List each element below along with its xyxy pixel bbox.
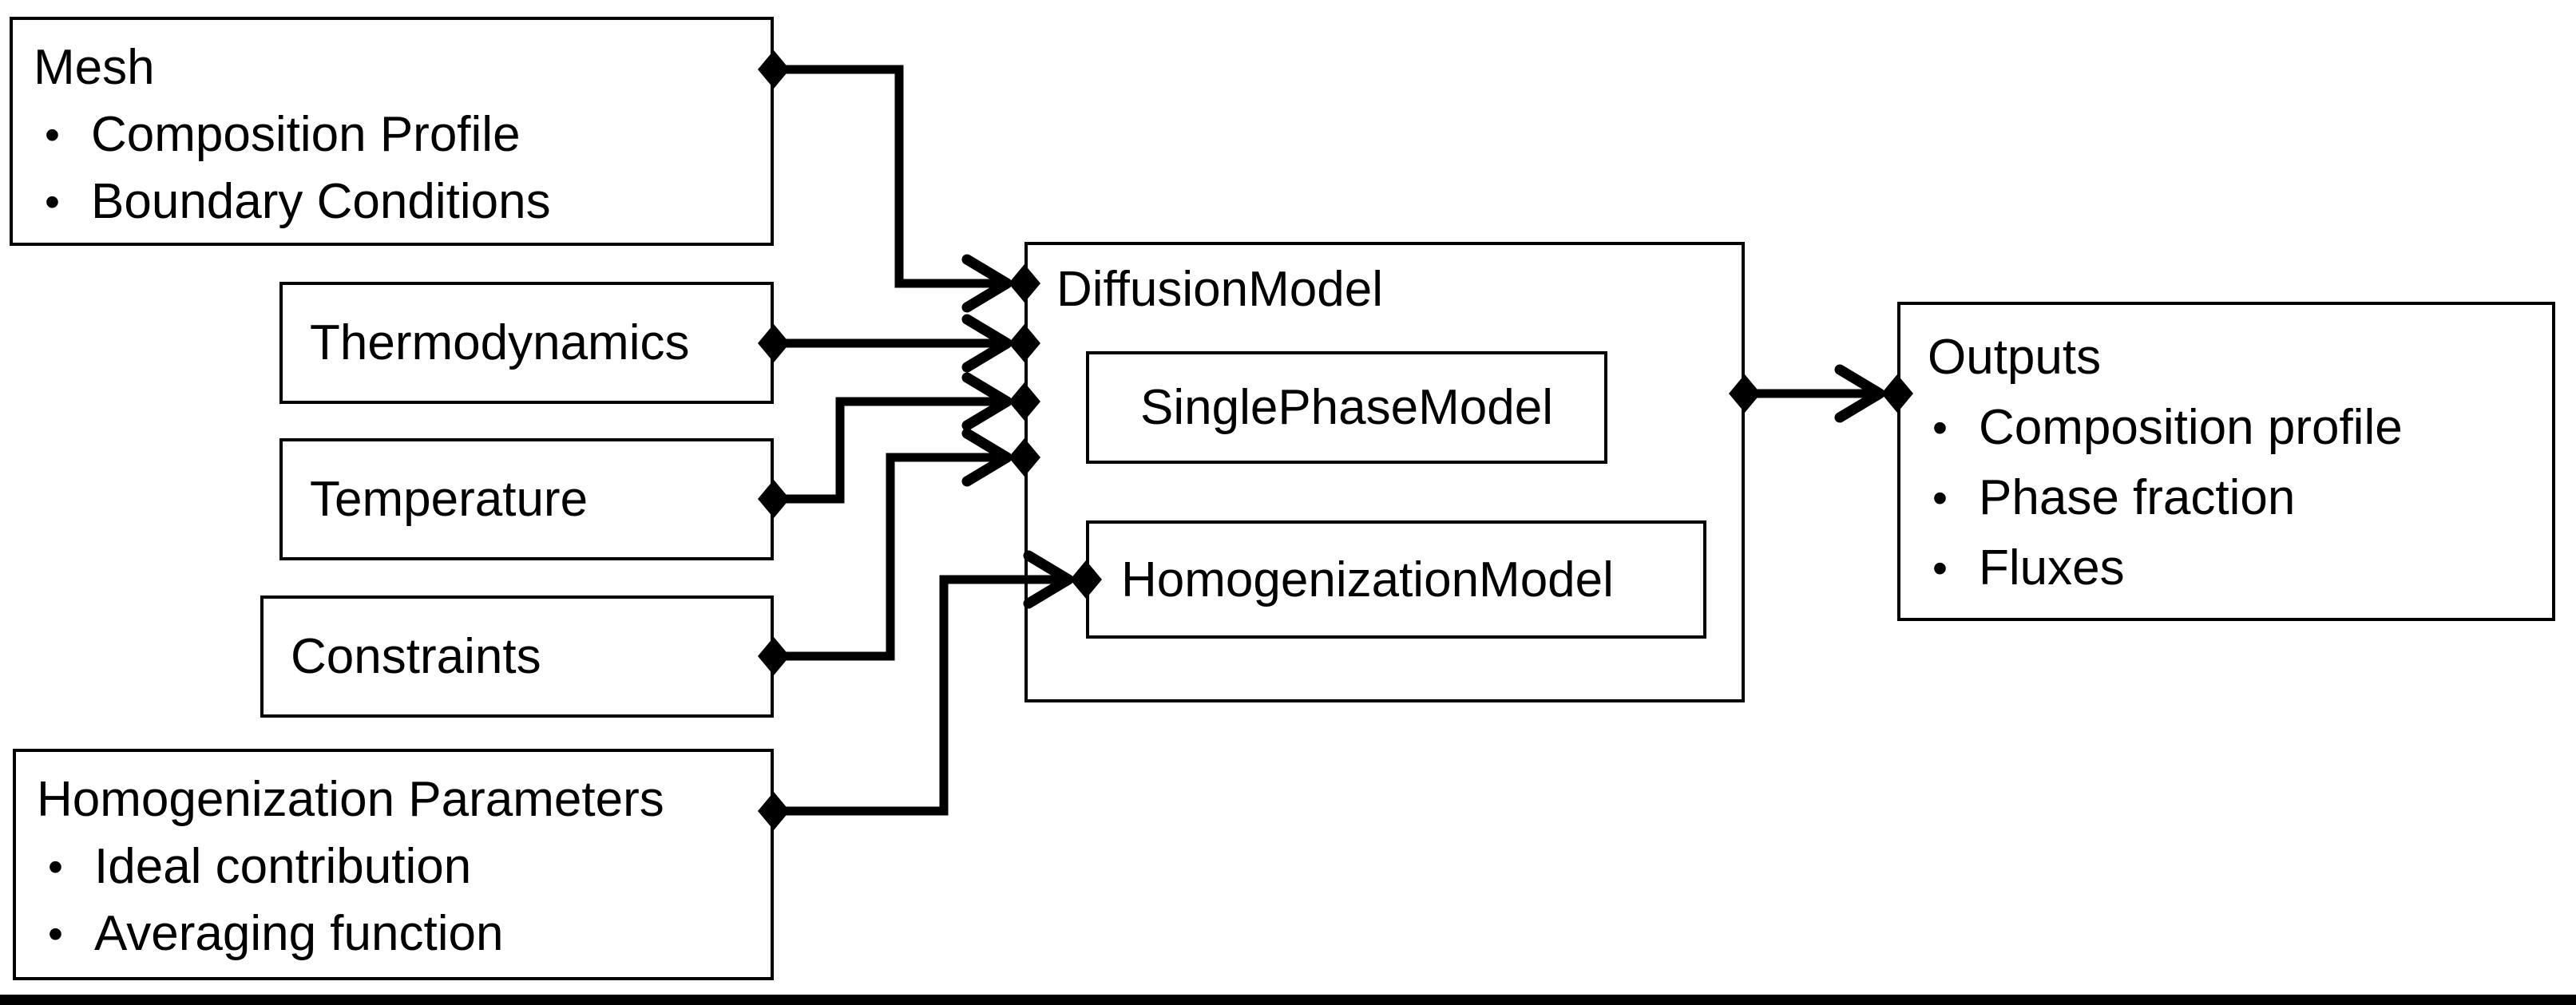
mesh-bullet-boundary-conditions: Boundary Conditions [91, 174, 551, 229]
connector-thermodynamics-to-diffusionmodel [758, 314, 1040, 373]
mesh-title: Mesh [34, 40, 155, 95]
constraints-box: Constraints [260, 595, 774, 718]
list-item: • Boundary Conditions [13, 168, 771, 235]
mesh-box: Mesh • Composition Profile • Boundary Co… [10, 17, 774, 246]
temperature-label: Temperature [310, 472, 589, 527]
arrowhead-icon [1834, 364, 1885, 423]
outputs-box: Outputs • Composition profile • Phase fr… [1897, 302, 2555, 621]
bullet-marker: • [1932, 474, 1948, 522]
homogenization-parameters-box: Homogenization Parameters • Ideal contri… [13, 749, 774, 980]
arrowhead-icon [961, 314, 1013, 373]
outputs-bullet-phase-fraction: Phase fraction [1979, 470, 2296, 525]
diffusion-model-title: DiffusionModel [1056, 262, 1383, 317]
connector-line [774, 575, 1058, 816]
list-item: • Fluxes [1900, 533, 2552, 603]
outputs-bullet-fluxes: Fluxes [1979, 540, 2125, 595]
single-phase-model-label: SinglePhaseModel [1139, 380, 1553, 435]
homogenization-model-box: HomogenizationModel [1086, 520, 1706, 639]
list-item: • Phase fraction [1900, 463, 2552, 533]
outputs-title: Outputs [1928, 330, 2102, 385]
bottom-border-bar [0, 995, 2576, 1005]
connector-line [774, 453, 997, 661]
connector-mesh-to-diffusionmodel [758, 50, 1040, 313]
connector-line [774, 397, 997, 504]
temperature-box: Temperature [279, 438, 774, 560]
connector-constraints-to-diffusionmodel [758, 428, 1040, 675]
single-phase-model-box: SinglePhaseModel [1086, 351, 1607, 464]
homogenization-parameters-title: Homogenization Parameters [37, 772, 664, 827]
arrowhead-icon [961, 428, 1013, 487]
mesh-bullet-composition-profile: Composition Profile [91, 107, 521, 162]
connector-temperature-to-diffusionmodel [758, 372, 1040, 518]
arrowhead-icon [961, 372, 1013, 431]
connector-diffusionmodel-to-outputs [1729, 364, 1913, 423]
list-item: • Composition Profile [13, 101, 771, 168]
bullet-marker: • [45, 178, 60, 226]
thermodynamics-box: Thermodynamics [279, 282, 774, 404]
bullet-marker: • [1932, 544, 1948, 592]
homog-bullet-averaging-function: Averaging function [94, 906, 504, 961]
bullet-marker: • [48, 843, 63, 891]
outputs-bullet-composition-profile: Composition profile [1979, 400, 2403, 455]
bullet-marker: • [45, 111, 60, 159]
arrowhead-icon [961, 254, 1013, 313]
bullet-marker: • [1932, 404, 1948, 452]
list-item: • Ideal contribution [16, 833, 771, 900]
homog-bullet-ideal-contribution: Ideal contribution [94, 839, 472, 894]
connector-line [774, 65, 997, 288]
constraints-label: Constraints [291, 629, 541, 684]
thermodynamics-label: Thermodynamics [310, 315, 690, 370]
list-item: • Averaging function [16, 900, 771, 967]
bullet-marker: • [48, 910, 63, 958]
homogenization-model-label: HomogenizationModel [1121, 552, 1614, 607]
list-item: • Composition profile [1900, 393, 2552, 463]
